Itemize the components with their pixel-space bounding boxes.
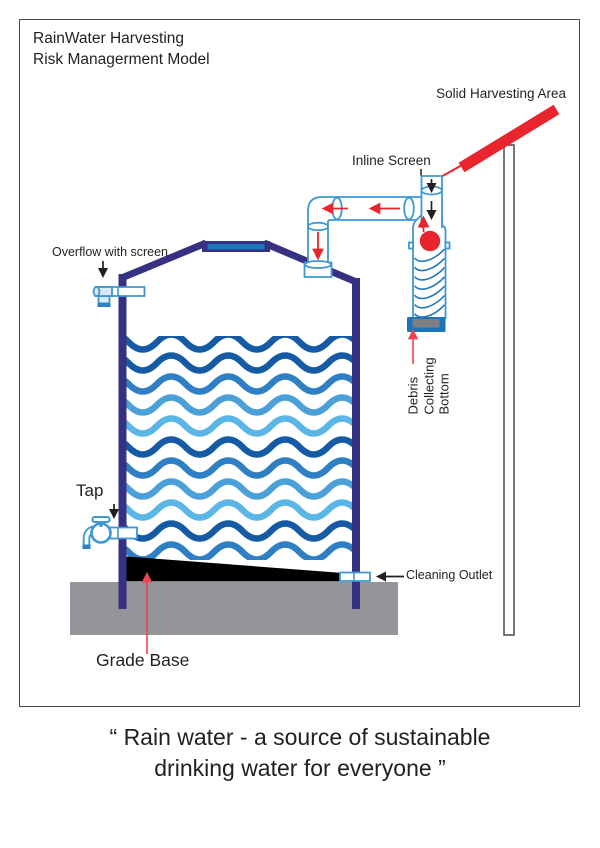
grade-base-wedge [126,556,356,582]
solid-harvesting-area-label: Solid Harvesting Area [436,86,566,101]
roof-thin-line [442,163,464,177]
tank-left-shoulder [122,239,208,281]
screen-coil [413,257,446,272]
support-post [503,144,515,636]
pipe-coupling-ring [403,196,415,221]
water-wave-line [126,394,356,416]
bottom-quote: “ Rain water - a source of sustainable d… [109,724,491,781]
storage-tank [118,239,360,609]
screen-coil [413,285,446,300]
chamber-left-tab [408,241,414,250]
water-wave-line [126,415,356,437]
drop-pipe-ring [307,221,329,232]
chamber-right-tab [444,241,451,250]
debris-cap-inner [412,319,440,328]
screen-chamber [412,214,447,319]
cleaning-outlet-pipe [339,571,371,582]
water-wave-line [126,336,356,353]
inlet-flare-ring [304,260,332,269]
tap-assembly [82,516,138,549]
tap-wall-pipe [107,526,138,540]
roof-solid-band [458,104,560,173]
overflow-fitting [92,286,146,307]
water-wave-line [126,478,356,500]
water-wave-line [126,373,356,395]
tap-spout-tip [82,544,91,549]
grade-base-label: Grade Base [96,650,190,670]
water-wave-line [126,436,356,458]
overflow-tube-tip [97,302,111,307]
tap-label: Tap [76,481,104,500]
flow-arrows [97,169,437,654]
screen-coil [413,248,446,262]
inline-screen-label: Inline Screen [352,153,431,168]
overflow-with-screen-label: Overflow with screen [52,245,169,259]
screen-coil [413,267,446,281]
cleaning-outlet-fitting [339,571,371,582]
inlet-pipe-assembly [303,196,421,278]
water-wave-line [126,457,356,479]
roof [442,104,560,177]
water-wave-line [126,352,356,374]
overflow-elbow-end [92,286,101,297]
screen-coil [413,276,446,290]
diagram-border-frame [19,19,580,707]
tank-water-waves [126,336,356,560]
water-wave-line [126,541,356,560]
tap-handle [91,516,111,523]
water-wave-line [126,520,356,542]
screen-coil [413,304,446,318]
debris-collecting-bottom-label: Debris Collecting Bottom [405,357,452,415]
water-wave-line [126,499,356,521]
diagram-title: RainWater Harvesting Risk Managerment Mo… [33,30,210,68]
cleaning-outlet-label: Cleaning Outlet [406,568,493,582]
first-flush-ball [419,230,441,252]
tank-top-cap-inner [207,244,265,250]
screen-coil [413,294,446,309]
